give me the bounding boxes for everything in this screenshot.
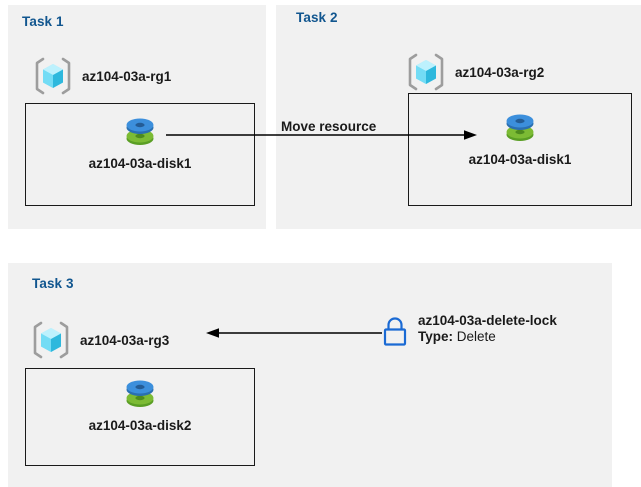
resource-task-2: az104-03a-disk1 [452,108,588,167]
resource-box-task-2 [408,93,632,206]
resource-group-icon [32,56,74,96]
lock-icon [380,313,410,349]
resource-label-task-3: az104-03a-disk2 [88,418,192,433]
resource-label-task-2: az104-03a-disk1 [468,152,572,167]
resource-task-1: az104-03a-disk1 [72,112,208,171]
delete-lock-name: az104-03a-delete-lock [418,313,557,328]
resource-label-task-1: az104-03a-disk1 [88,156,192,171]
delete-lock-type-row: Type: Delete [418,329,557,345]
resource-group-task-1: az104-03a-rg1 [32,56,171,96]
connector-label-move-resource: Move resource [281,119,377,134]
delete-lock-type-key: Type: [418,329,454,345]
resource-group-task-3: az104-03a-rg3 [30,320,169,360]
managed-disk-icon [121,374,159,412]
resource-box-task-3 [25,368,255,466]
connector-apply-lock [206,325,382,341]
resource-group-label-task-3: az104-03a-rg3 [80,332,170,348]
delete-lock-type-value: Delete [456,329,496,345]
managed-disk-icon [121,112,159,150]
resource-group-icon [30,320,72,360]
connector-move-resource [166,124,478,146]
delete-lock-block: az104-03a-delete-lock Type: Delete [380,313,557,349]
panel-title-task-1: Task 1 [22,14,64,29]
resource-group-label-task-1: az104-03a-rg1 [82,68,172,84]
resource-group-task-2: az104-03a-rg2 [405,52,544,92]
panel-title-task-2: Task 2 [296,10,338,25]
resource-task-3: az104-03a-disk2 [72,374,208,433]
managed-disk-icon [501,108,539,146]
delete-lock-texts: az104-03a-delete-lock Type: Delete [418,313,557,346]
resource-group-label-task-2: az104-03a-rg2 [455,64,545,80]
resource-group-icon [405,52,447,92]
panel-title-task-3: Task 3 [32,276,74,291]
